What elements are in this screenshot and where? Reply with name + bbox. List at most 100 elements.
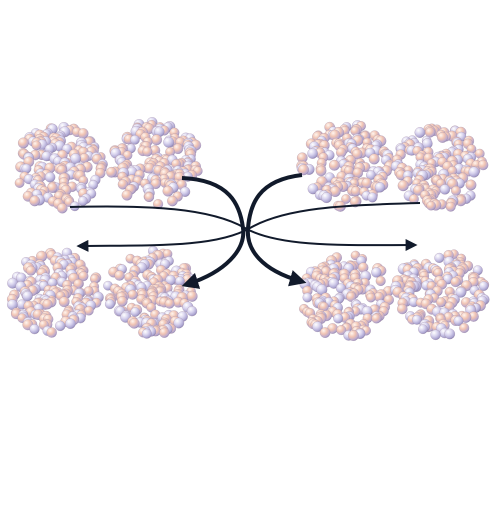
nucleon-sphere [150,178,161,189]
nucleus-cluster-bottom-right-inner [299,250,394,341]
nucleon-sphere [371,313,382,324]
nucleon-sphere [14,178,25,188]
nucleon-sphere [121,189,133,201]
nucleon-sphere [397,303,408,315]
nucleon-sphere [333,313,344,324]
nucleon-sphere [347,330,359,341]
nucleon-sphere [341,194,351,204]
nucleon-sphere [106,166,117,178]
nucleon-sphere [418,324,428,335]
nucleon-sphere [368,153,380,165]
nucleon-sphere [367,192,378,203]
nucleon-sphere [451,185,461,196]
nucleon-sphere [153,199,164,210]
nucleon-sphere [58,296,70,308]
nucleon-sphere [439,184,451,195]
nucleon-sphere [478,281,489,291]
nucleon-sphere [321,192,332,204]
nucleus-cluster-bottom-right-outer [390,249,490,341]
trajectory-curve-right-bounce [245,173,307,287]
nucleon-sphere [114,270,125,281]
nucleon-sphere [130,134,140,145]
nucleon-sphere [17,137,29,149]
nucleon-sphere [426,200,436,211]
nucleon-sphere [57,202,68,214]
nucleon-sphere [77,196,88,206]
nucleon-sphere [163,136,175,148]
nucleon-sphere [319,327,331,338]
nucleon-sphere [371,267,382,278]
nucleon-sphere [128,317,140,329]
nucleon-sphere [307,183,319,195]
nucleon-sphere [424,127,436,138]
nucleon-sphere [29,195,41,207]
nucleon-sphere [31,140,42,151]
nucleon-sphere [312,321,323,333]
nucleon-sphere [445,201,456,212]
nucleon-sphere [336,325,347,336]
nucleon-sphere [468,166,480,178]
nucleus-cluster-top-left-outer [14,122,108,214]
nucleon-sphere [453,315,464,326]
nucleon-sphere [44,171,56,183]
nucleon-sphere [414,127,426,138]
nucleon-sphere [175,276,185,286]
nucleon-sphere [164,298,175,309]
nucleon-sphere [315,165,327,177]
nucleon-sphere [444,328,456,340]
nucleon-sphere [141,328,152,339]
nucleon-sphere [186,290,198,302]
nucleon-sphere [430,329,441,341]
nucleon-sphere [459,323,470,333]
nucleon-sphere [22,290,33,302]
nucleon-sphere [328,278,340,289]
nucleon-sphere [437,131,448,143]
nucleon-sphere [167,195,178,207]
nucleon-sphere [142,146,153,157]
nucleon-sphere [65,318,76,329]
nucleon-sphere [397,180,409,192]
nucleon-sphere [144,192,155,202]
nucleon-sphere [374,182,386,193]
nucleon-sphere [180,186,191,197]
trajectory-arrows [69,173,421,289]
nucleon-sphere [130,307,141,317]
nucleon-sphere [186,305,198,317]
nucleon-sphere [455,286,467,298]
nucleon-sphere [450,276,461,288]
nucleon-sphere [346,291,357,302]
nucleon-sphere [46,327,57,338]
nucleon-sphere [117,179,129,190]
nucleon-sphere [42,299,53,310]
nucleon-sphere [29,324,40,335]
nucleus-cluster-top-right-outer [390,123,489,212]
nucleon-sphere [104,299,115,310]
nucleon-sphere [298,164,309,176]
nucleon-sphere [436,297,447,308]
nucleon-sphere [151,134,163,146]
nucleon-sphere [173,317,185,329]
nucleon-sphere [465,179,477,191]
nucleon-sphere [328,159,340,171]
nucleon-sphere [302,292,313,303]
nucleus-cluster-top-left-inner [106,117,203,210]
nucleon-sphere [434,252,445,263]
nucleon-sphere [117,296,128,307]
nucleus-cluster-bottom-left-inner [103,245,198,339]
trajectory-curve-left-bounce [181,176,246,289]
nucleon-sphere [375,276,386,286]
nucleus-cluster-top-right-inner [296,120,396,212]
nucleus-cluster-bottom-left-outer [7,247,104,338]
nucleon-sphere [307,148,318,159]
nucleon-sphere [411,314,422,325]
nucleon-sphere [162,185,174,197]
nucleon-sphere [477,159,489,171]
nucleon-sphere [127,289,138,300]
nucleon-sphere [159,327,170,338]
nucleus-clusters [7,117,490,341]
nucleon-sphere [55,320,66,332]
nucleon-sphere [366,292,376,303]
nucleon-sphere [25,265,36,276]
